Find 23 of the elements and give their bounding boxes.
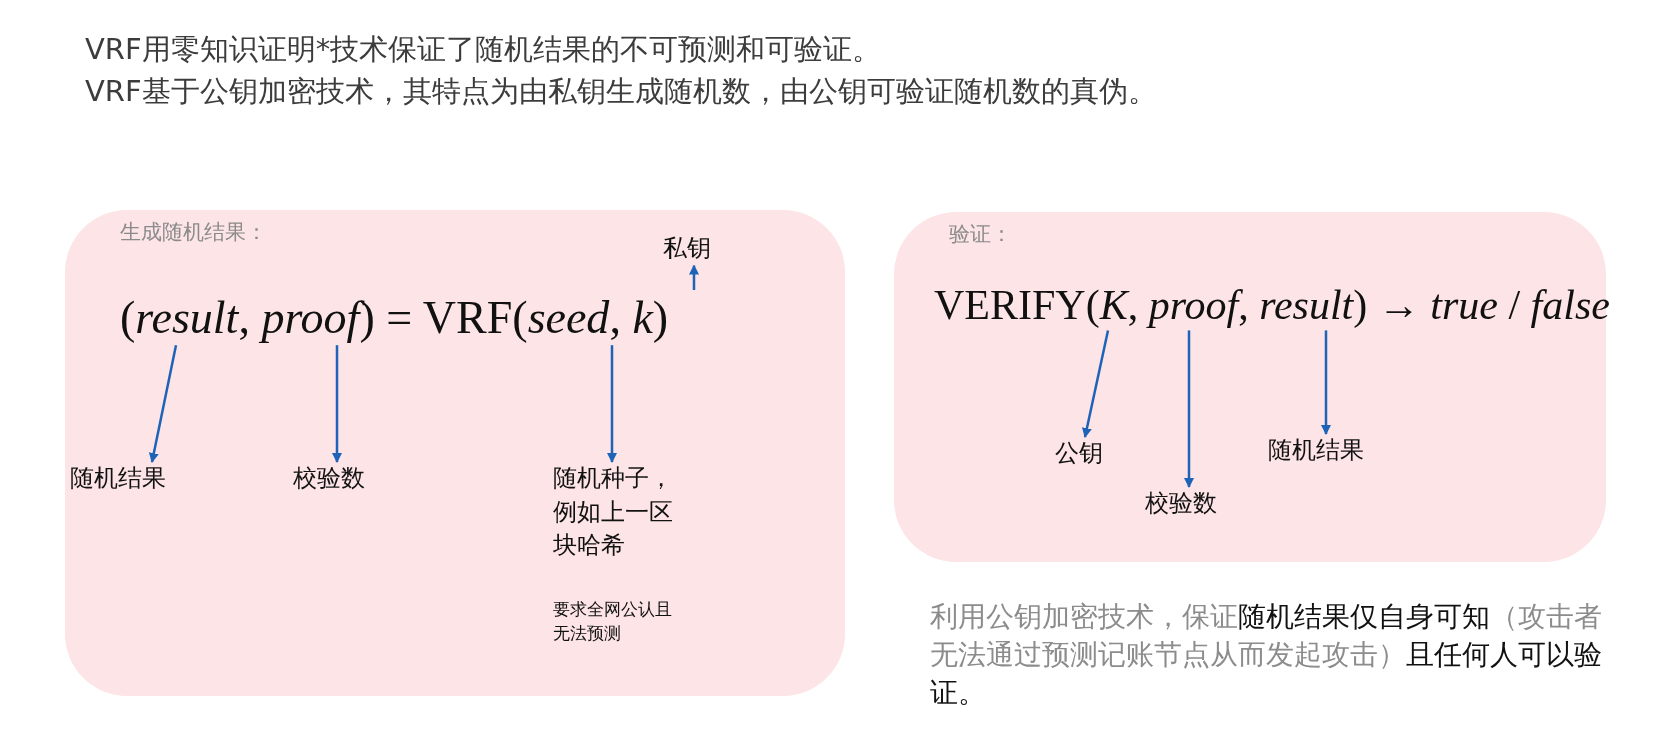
rounded-panel <box>65 210 845 696</box>
arrow <box>1082 330 1110 438</box>
arrow <box>148 344 178 463</box>
arrow <box>1321 330 1331 435</box>
term-label: 公钥 <box>1055 437 1125 471</box>
side-note: 要求全网公认且无法预测 <box>553 598 673 645</box>
arrow <box>689 264 699 290</box>
term-label: 随机结果 <box>70 462 200 496</box>
formula: VERIFY(K, proof, result) → true / false <box>934 280 1610 331</box>
formula: (result, proof) = VRF(seed, k) <box>120 290 669 346</box>
panel-heading: 验证： <box>949 221 1012 248</box>
arrow <box>1184 330 1194 488</box>
note-paragraph: 利用公钥加密技术，保证随机结果仅自身可知（攻击者无法通过预测记账节点从而发起攻击）且任何人可以验证。 <box>930 599 1603 711</box>
subheading: VRF基于公钥加密技术，其特点为由私钥生成随机数，由公钥可验证随机数的真伪。 <box>85 73 1157 110</box>
panel-heading: 生成随机结果： <box>120 219 267 246</box>
term-label: 私钥 <box>663 232 733 266</box>
term-label: 随机种子，例如上一区块哈希 <box>553 462 688 563</box>
term-label: 校验数 <box>293 462 393 496</box>
arrow <box>332 345 342 463</box>
heading: VRF用零知识证明*技术保证了随机结果的不可预测和可验证。 <box>85 31 882 68</box>
term-label: 校验数 <box>1145 487 1245 521</box>
arrow <box>607 345 617 463</box>
term-label: 随机结果 <box>1268 434 1398 468</box>
